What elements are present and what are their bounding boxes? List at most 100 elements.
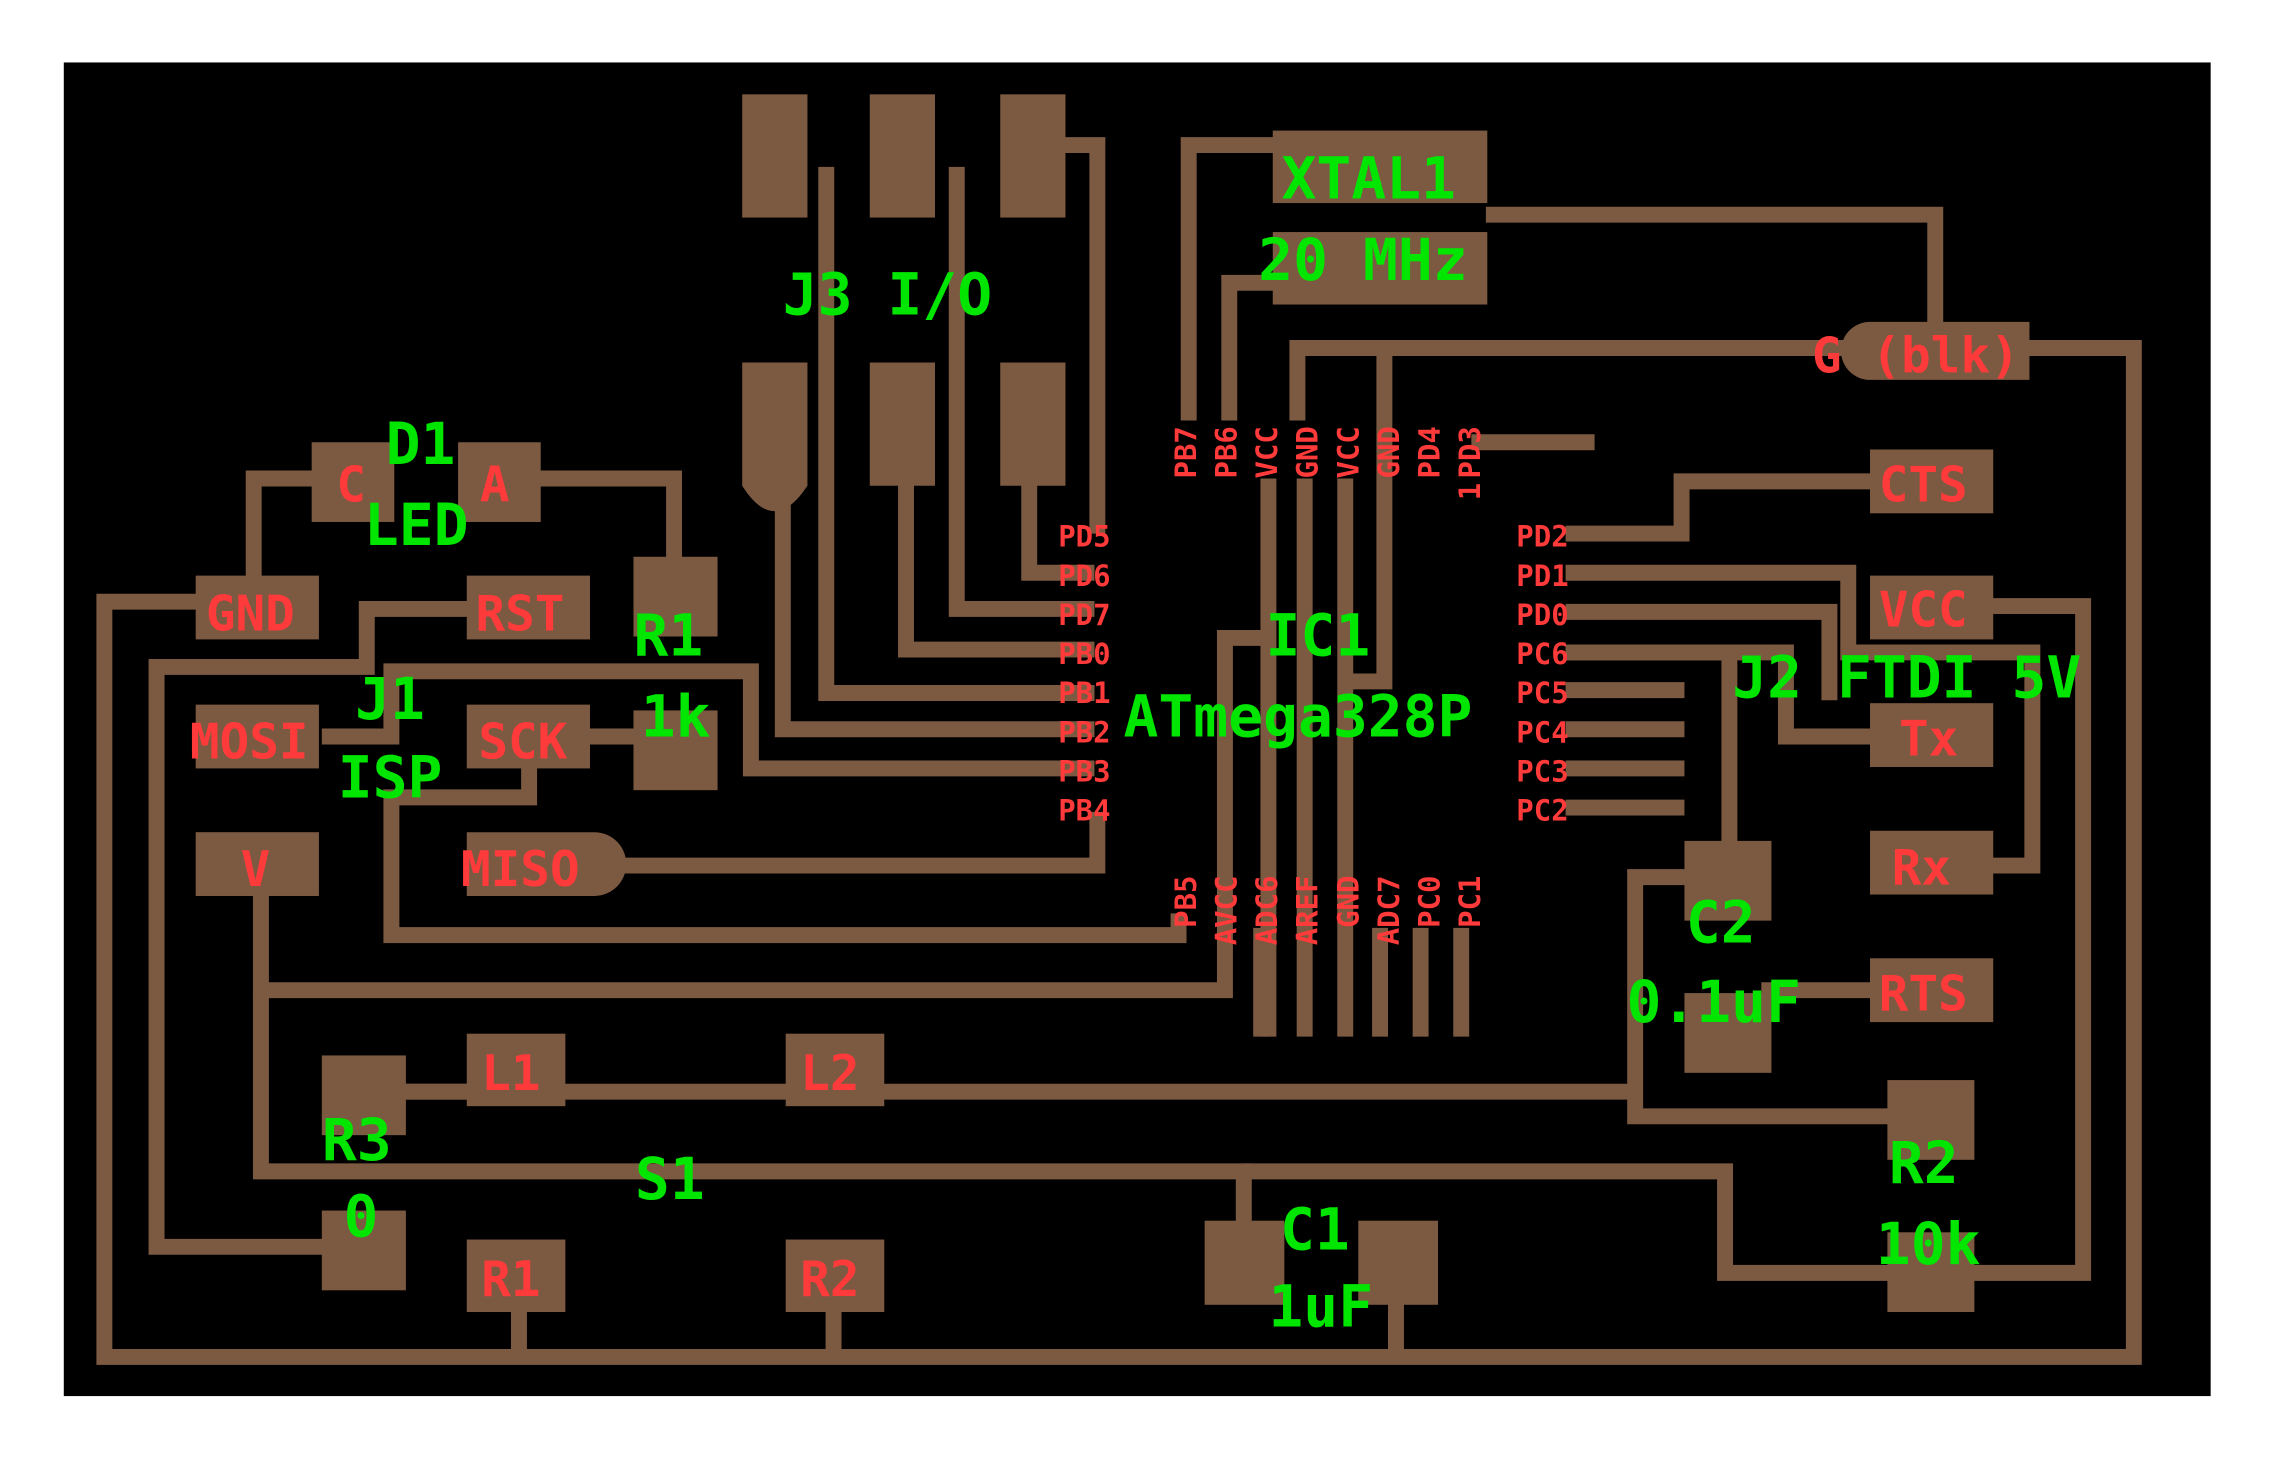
pad-vcc xyxy=(1870,575,1994,640)
pad-r1-bottom xyxy=(633,710,718,791)
ic-pin-bottom: ADC7 xyxy=(1372,875,1406,945)
ic-pin-bottom: PC0 xyxy=(1412,876,1446,928)
label-r1-value: 1k xyxy=(641,683,711,751)
label-c2-name: C2 xyxy=(1686,888,1756,956)
label-c1-value: 1uF xyxy=(1268,1273,1373,1341)
label-ic1-value: ATmega328P xyxy=(1123,683,1472,751)
ic-pin-right: PC3 xyxy=(1516,754,1568,788)
label-c2-value: 0.1uF xyxy=(1626,968,1801,1036)
label-r3-name: R3 xyxy=(322,1106,392,1174)
trace-pd0 xyxy=(1565,603,1838,701)
trace-g-ic xyxy=(1289,340,1849,421)
trace-pc6-c2 xyxy=(1565,644,1738,844)
label-d1-name: D1 xyxy=(386,410,456,478)
pad-miso xyxy=(466,832,627,896)
trace-c2-loop xyxy=(1627,869,1899,1125)
pad-label-rts: RTS xyxy=(1879,965,1968,1023)
ic-pin-bottom: PC1 xyxy=(1453,876,1487,928)
pad-label-v: V xyxy=(241,840,271,898)
pad-label-cts: CTS xyxy=(1879,456,1968,514)
pad-j3-1 xyxy=(742,94,808,218)
trace-ic-gnd-2 xyxy=(1345,355,1393,690)
pad-j3-6 xyxy=(1000,362,1066,486)
label-ic1-name: IC1 xyxy=(1266,601,1371,669)
trace-cts xyxy=(1565,473,1873,542)
pad-cts xyxy=(1870,449,1994,514)
pad-j3-4 xyxy=(742,362,808,512)
pad-c2-top xyxy=(1684,840,1772,921)
pad-label-d1-c: C xyxy=(336,456,366,514)
pad-l1 xyxy=(466,1033,566,1107)
label-c1-name: C1 xyxy=(1280,1196,1350,1264)
pad-label-l2: L2 xyxy=(800,1044,859,1102)
ic-pin-left: PD6 xyxy=(1058,559,1110,593)
pad-j3-5 xyxy=(869,362,936,486)
trace-xtal-2 xyxy=(1221,274,1276,421)
pad-label-d1-a: A xyxy=(480,456,510,514)
pad-label-l1: L1 xyxy=(481,1044,540,1102)
ic-pin-bottom: PB5 xyxy=(1169,876,1203,928)
pad-c1-right xyxy=(1358,1220,1439,1305)
ic-pin-bottom: AREF xyxy=(1291,875,1325,945)
pad-label-s1-r2: R2 xyxy=(800,1250,859,1308)
pad-label-gnd: GND xyxy=(206,585,295,643)
trace-j3-5 xyxy=(1021,463,1095,581)
pad-label-s1-r1: R1 xyxy=(481,1250,540,1308)
ic-pin-top: GND xyxy=(1372,426,1406,478)
pad-label-miso: MISO xyxy=(461,840,580,898)
pad-rts xyxy=(1870,958,1994,1023)
ic-pin-left: PB2 xyxy=(1058,715,1110,749)
ic-pin-bottom: GND xyxy=(1331,876,1365,928)
pad-label-rst: RST xyxy=(475,585,564,643)
ic-pin-left: PD7 xyxy=(1058,598,1110,632)
pad-j3-3 xyxy=(1000,94,1066,218)
label-r2-value: 10k xyxy=(1876,1210,1981,1278)
ic-pin-left: PB1 xyxy=(1058,676,1110,710)
ic-pin-left: PB0 xyxy=(1058,637,1110,671)
pad-v xyxy=(195,832,319,896)
ic-pin-top: VCC xyxy=(1250,426,1284,478)
trace-gnd-ring xyxy=(96,340,2142,1365)
pad-d1-c xyxy=(311,442,395,522)
pad-r3-top xyxy=(321,1055,406,1136)
pad-s1-r1 xyxy=(466,1239,566,1313)
pad-rx xyxy=(1870,830,1994,895)
trace-miso xyxy=(608,811,1106,874)
ic-pin-left: PB4 xyxy=(1058,794,1110,828)
ic-pin-right: PC5 xyxy=(1516,676,1568,710)
trace-j3-3 xyxy=(898,463,1095,658)
pad-label-tx: Tx xyxy=(1899,709,1958,767)
label-r1-name: R1 xyxy=(633,601,703,669)
pad-r2-bottom xyxy=(1887,1232,1975,1313)
pad-sck xyxy=(466,704,590,769)
label-j1-value: ISP xyxy=(338,743,443,811)
trace-rx xyxy=(1565,564,2041,874)
ic-pin-top: PB6 xyxy=(1210,426,1244,478)
traces xyxy=(96,137,2142,1365)
pad-s1-r2 xyxy=(785,1239,885,1313)
trace-j3-4 xyxy=(948,166,1095,617)
component-labels: J3 I/O XTAL1 20 MHz D1 LED R1 1k J1 ISP … xyxy=(322,145,2081,1341)
label-r3-value: 0 xyxy=(344,1183,379,1251)
ic-pin-left: PB3 xyxy=(1058,754,1110,788)
label-j3: J3 I/O xyxy=(783,261,992,329)
trace-rst xyxy=(148,600,472,1255)
trace-j3-1 xyxy=(774,492,1095,738)
trace-mosi xyxy=(321,663,1095,777)
pad-labels: GND RST MOSI SCK MISO V C A L1 L2 R1 R2 … xyxy=(190,327,2020,1308)
label-xtal-name: XTAL1 xyxy=(1281,145,1456,213)
pad-r3-bottom xyxy=(321,1210,406,1291)
trace-j3-2 xyxy=(818,166,1095,702)
ic-pin-right: PD0 xyxy=(1516,598,1568,632)
pad-d1-a xyxy=(458,442,541,522)
pad-xtal-top xyxy=(1272,130,1488,204)
pads xyxy=(195,94,2030,1313)
pad-label-g-blk: G (blk) xyxy=(1812,327,2020,385)
trace-d1-r1 xyxy=(536,470,683,566)
label-j1-name: J1 xyxy=(355,665,425,733)
pad-c1-left xyxy=(1204,1220,1285,1305)
ic-pin-right: PD1 xyxy=(1516,559,1568,593)
ic-pin-right: PC4 xyxy=(1516,715,1568,749)
